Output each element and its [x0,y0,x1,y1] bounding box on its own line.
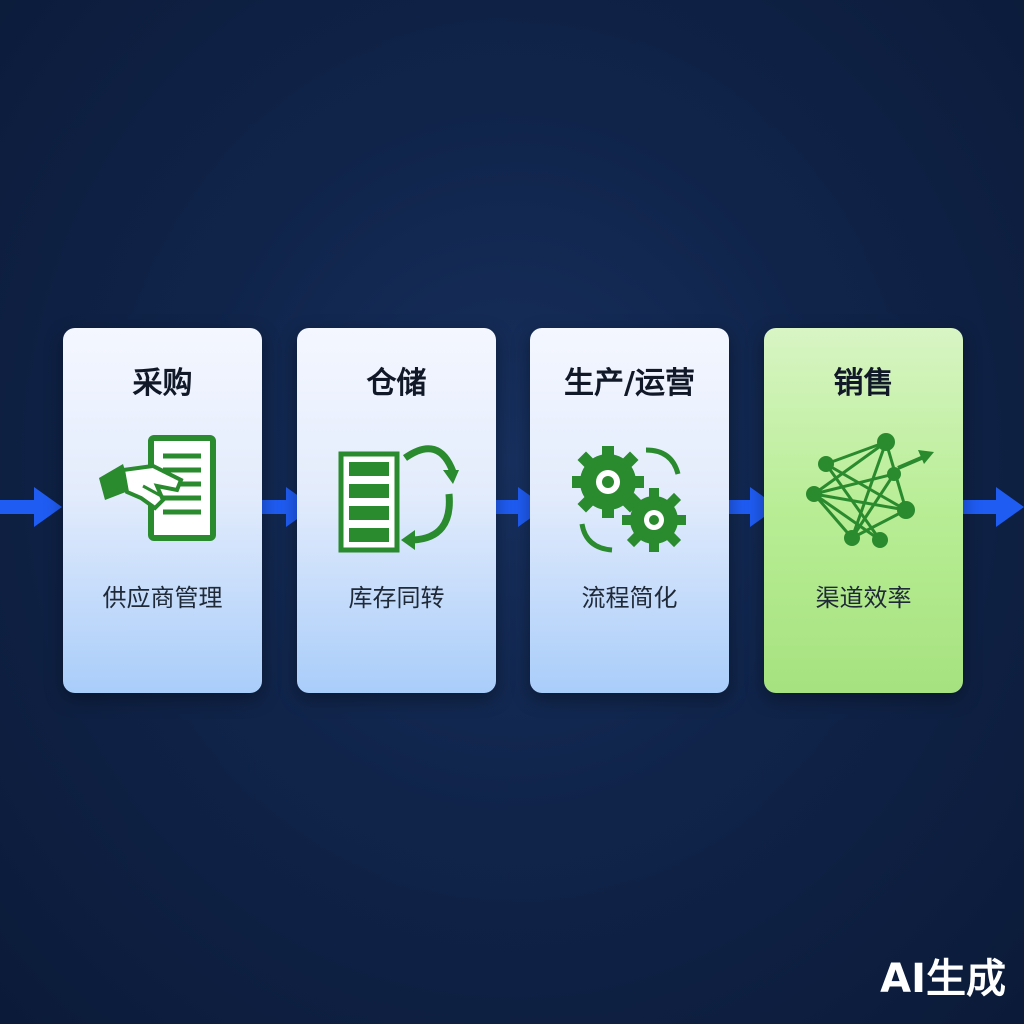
network-growth-icon [806,433,934,548]
stage-subtitle: 流程简化 [581,584,678,612]
flow-arrow-icon [716,487,778,527]
stage-card-procurement: 采购 供应商管理 [63,328,262,693]
stage-card-production-operations: 生产/运营 [530,328,729,693]
stage-card-sales: 销售 [764,328,963,693]
warehouse-cycle-icon [338,445,459,553]
stage-subtitle: 供应商管理 [102,584,223,612]
flow-arrow-icon [0,487,62,527]
stage-title: 采购 [132,366,193,401]
stage-subtitle: 渠道效率 [815,584,912,612]
stage-title: 生产/运营 [564,366,695,401]
stage-subtitle: 库存同转 [348,584,445,612]
flow-arrow-icon [962,487,1024,527]
ai-generated-watermark: AI生成 [880,956,1006,1002]
handshake-document-icon [99,435,216,541]
stage-title: 销售 [833,366,894,401]
stage-title: 仓储 [366,366,427,401]
stage-card-warehousing: 仓储 库存同转 [297,328,496,693]
gears-icon [572,446,686,553]
